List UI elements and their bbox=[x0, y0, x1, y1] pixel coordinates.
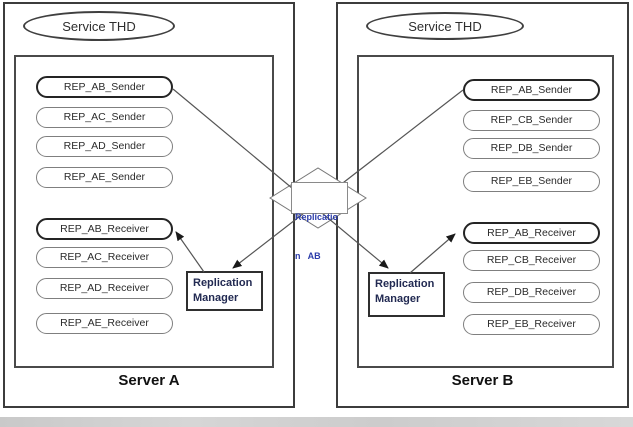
node-rep-ad-sender: REP_AD_Sender bbox=[36, 136, 173, 157]
replication-manager-b-line2: Manager bbox=[375, 292, 421, 305]
node-rep-ac-sender: REP_AC_Sender bbox=[36, 107, 173, 128]
node-rep-ab-receiver-a: REP_AB_Receiver bbox=[36, 218, 173, 240]
node-rep-eb-receiver: REP_EB_Receiver bbox=[463, 314, 600, 335]
replication-manager-a: Replication Manager bbox=[186, 271, 263, 311]
node-rep-cb-receiver: REP_CB_Receiver bbox=[463, 250, 600, 271]
connector-label-line2: n AB bbox=[295, 251, 321, 262]
node-rep-db-sender: REP_DB_Sender bbox=[463, 138, 600, 159]
connector-label-line1: Replicatio bbox=[295, 212, 339, 223]
server-b-label: Server B bbox=[451, 372, 514, 389]
service-thd-ellipse-b: Service THD bbox=[366, 12, 524, 40]
node-rep-ab-sender-b: REP_AB_Sender bbox=[463, 79, 600, 101]
node-rep-db-receiver: REP_DB_Receiver bbox=[463, 282, 600, 303]
service-thd-label-b: Service THD bbox=[408, 18, 482, 34]
replication-manager-a-line1: Replication bbox=[193, 277, 253, 289]
node-rep-ac-receiver: REP_AC_Receiver bbox=[36, 247, 173, 268]
service-thd-ellipse-a: Service THD bbox=[23, 11, 175, 41]
node-rep-ae-sender: REP_AE_Sender bbox=[36, 167, 173, 188]
replication-manager-b: Replication Manager bbox=[368, 272, 445, 317]
node-rep-ab-receiver-b: REP_AB_Receiver bbox=[463, 222, 600, 244]
page-edge-strip bbox=[0, 417, 633, 427]
replication-manager-a-line2: Manager bbox=[193, 291, 239, 304]
node-rep-ad-receiver: REP_AD_Receiver bbox=[36, 278, 173, 299]
node-rep-eb-sender: REP_EB_Sender bbox=[463, 171, 600, 192]
server-a-label: Server A bbox=[118, 372, 180, 389]
service-thd-label-a: Service THD bbox=[62, 18, 136, 34]
replication-ab-connector-label: Replicatio n AB bbox=[291, 182, 348, 261]
node-rep-cb-sender: REP_CB_Sender bbox=[463, 110, 600, 131]
replication-manager-b-line1: Replication bbox=[375, 278, 435, 290]
node-rep-ae-receiver: REP_AE_Receiver bbox=[36, 313, 173, 334]
node-rep-ab-sender-a: REP_AB_Sender bbox=[36, 76, 173, 98]
